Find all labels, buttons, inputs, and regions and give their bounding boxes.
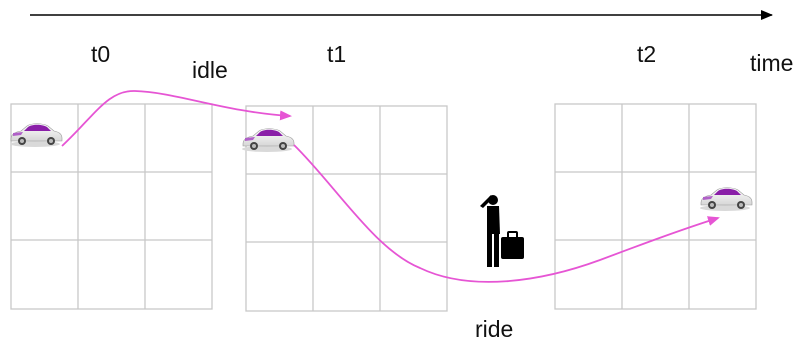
frame-label-t2: t2 [637, 41, 656, 67]
grid-t0 [10, 103, 213, 310]
car-icon [699, 187, 753, 212]
ride-label: ride [475, 316, 513, 342]
idle-arrow [61, 90, 292, 147]
car-icon [241, 128, 295, 153]
frame-label-t0: t0 [91, 41, 110, 67]
time-label: time [750, 50, 793, 76]
frame-label-t1: t1 [327, 41, 346, 67]
passenger-icon [480, 195, 524, 267]
idle-label: idle [192, 57, 228, 83]
car-icon [9, 123, 63, 148]
grid-t1 [245, 105, 448, 312]
ride-arrow [293, 144, 720, 283]
